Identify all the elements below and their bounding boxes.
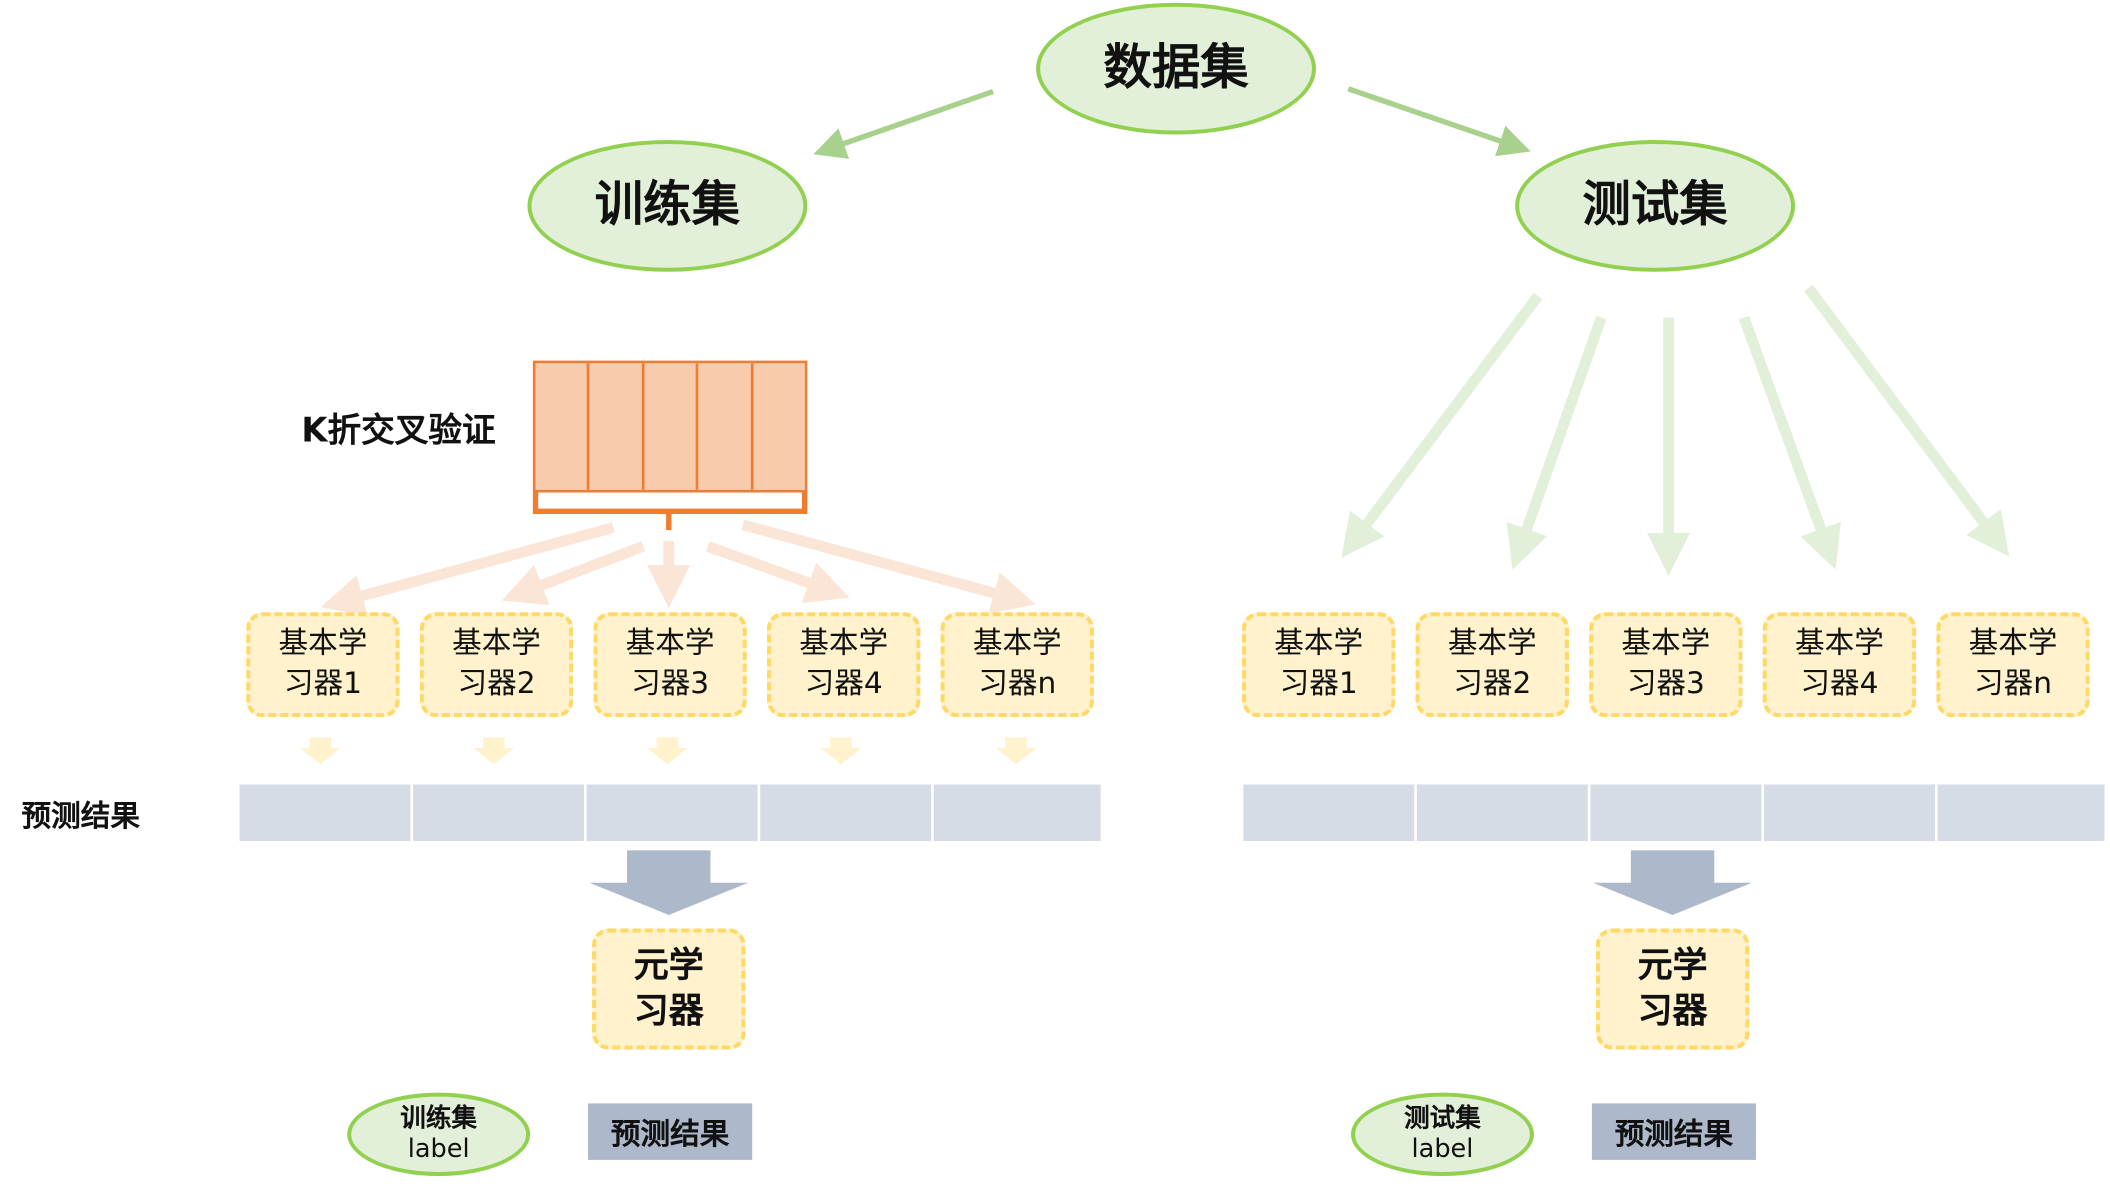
meta-text-line1: 元学 [633,945,704,987]
learner-text-line2: 习器n [1974,667,2052,702]
learner-text-line2: 习器3 [631,667,710,702]
down-arrow-1 [300,737,341,765]
meta-text-line2: 习器 [1637,991,1708,1033]
train-label-line1: 训练集 [400,1103,478,1134]
train-learner-4: 基本学 习器4 [766,612,921,718]
prediction-cell [1937,784,2105,841]
learner-text-line2: 习器2 [457,667,536,702]
arrow-test-to-learner-2 [1506,315,1607,570]
learner-text-line2: 习器4 [804,667,883,702]
train-result-box: 预测结果 [588,1103,753,1160]
prediction-cell [1764,784,1938,841]
train-learner-3: 基本学 习器3 [593,612,747,718]
arrow-test-to-learner-5 [1804,284,2010,557]
learner-text-line1: 基本学 [1795,627,1884,661]
fold-5 [753,363,805,490]
learner-text-line2: 习器1 [283,667,362,702]
train-set-text: 训练集 [594,178,741,234]
arrow-dataset-to-test [1347,86,1531,157]
prediction-cell [586,784,761,841]
test-result-box: 预测结果 [1591,1103,1757,1160]
arrow-kfold-to-learner-1 [320,522,616,617]
train-prediction-row [239,784,1101,841]
fold-2 [589,363,645,490]
arrow-dataset-to-train [813,88,994,159]
train-label-line2: label [407,1134,470,1164]
train-set-node: 训练集 [527,139,808,272]
prediction-cell [1243,784,1417,841]
test-prediction-row [1243,784,2105,841]
fold-3 [644,363,699,490]
learner-text-line1: 基本学 [452,627,541,661]
test-learner-3: 基本学 习器3 [1589,612,1743,718]
train-learner-2: 基本学 习器2 [419,612,574,718]
test-label-line1: 测试集 [1404,1103,1481,1134]
arrow-test-to-learner-1 [1341,292,1543,558]
train-label-node: 训练集 label [347,1092,531,1177]
test-set-text: 测试集 [1582,178,1728,234]
arrow-test-to-learner-4 [1738,315,1842,570]
prediction-cell [413,784,587,841]
learner-text-line1: 基本学 [278,627,368,661]
kfold-bracket [532,492,808,531]
down-arrow-3 [647,737,688,765]
meta-text-line2: 习器 [633,991,704,1033]
test-set-node: 测试集 [1515,139,1796,272]
kfold-label: K折交叉验证 [301,410,496,450]
big-down-arrow-test [1593,850,1752,916]
prediction-cell [1590,784,1765,841]
down-arrow-5 [995,737,1037,765]
test-learner-n: 基本学 习器n [1936,612,2090,718]
learner-text-line1: 基本学 [1447,627,1537,661]
train-learner-1: 基本学 习器1 [246,612,400,718]
learner-text-line1: 基本学 [1621,627,1711,661]
down-arrow-4 [820,737,862,765]
learner-text-line1: 基本学 [799,627,889,661]
dataset-node: 数据集 [1036,2,1316,135]
learner-text-line1: 基本学 [972,627,1062,661]
prediction-label: 预测结果 [21,800,140,835]
learner-text-line1: 基本学 [625,627,715,661]
prediction-cell [933,784,1101,841]
learner-text-line1: 基本学 [1274,627,1364,661]
arrow-kfold-to-learner-5 [741,519,1036,614]
arrow-kfold-to-learner-2 [501,541,646,606]
test-label-line2: label [1411,1134,1474,1164]
learner-text-line2: 习器n [978,667,1057,702]
learner-text-line2: 习器2 [1453,667,1532,702]
test-learner-1: 基本学 习器1 [1241,612,1396,718]
kfold-block [532,360,808,493]
train-learner-n: 基本学 习器n [940,612,1094,718]
learner-text-line1: 基本学 [1968,627,2058,661]
big-down-arrow-train [589,850,749,916]
learner-text-line2: 习器1 [1279,667,1358,702]
train-meta-learner: 元学 习器 [592,928,746,1050]
prediction-cell [760,784,934,841]
fold-4 [698,363,754,490]
test-learner-2: 基本学 习器2 [1415,612,1569,718]
prediction-cell [1416,784,1591,841]
down-arrow-2 [473,737,515,765]
learner-text-line2: 习器4 [1800,667,1879,702]
meta-text-line1: 元学 [1637,945,1708,987]
test-label-node: 测试集 label [1350,1092,1534,1177]
fold-1 [535,363,590,490]
learner-text-line2: 习器3 [1626,667,1705,702]
prediction-cell [239,784,414,841]
test-learner-4: 基本学 习器4 [1762,612,1917,718]
dataset-text: 数据集 [1103,40,1249,97]
test-meta-learner: 元学 习器 [1595,928,1750,1050]
arrow-kfold-to-learner-4 [705,541,850,604]
